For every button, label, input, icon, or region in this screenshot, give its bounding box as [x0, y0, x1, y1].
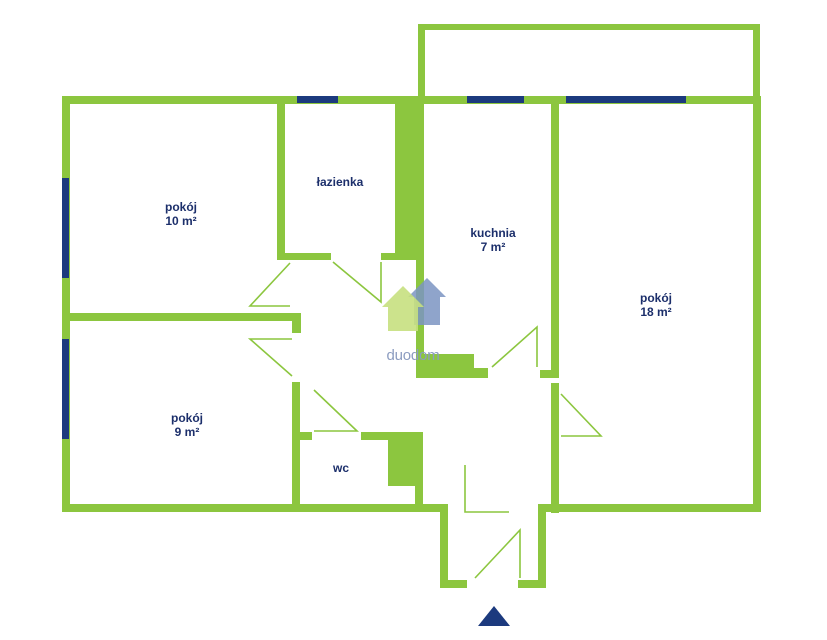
house-front-icon — [382, 286, 424, 331]
room-pokoj-9: pokój 9 m² — [171, 411, 203, 439]
room-pokoj-10: pokój 10 m² — [165, 200, 197, 228]
room-name: pokój — [171, 411, 203, 425]
room-pokoj-18: pokój 18 m² — [640, 291, 672, 319]
room-wc: wc — [332, 461, 349, 475]
room-kuchnia: kuchnia 7 m² — [470, 226, 516, 254]
balcony — [418, 24, 760, 104]
room-name: łazienka — [317, 175, 364, 189]
interior-walls — [62, 96, 559, 588]
room-lazienka: łazienka — [317, 175, 364, 189]
room-name: pokój — [165, 200, 197, 214]
room-name: pokój — [640, 291, 672, 305]
watermark-logo: duodom — [382, 278, 446, 364]
doors — [247, 261, 603, 579]
room-area: 9 m² — [175, 425, 200, 439]
windows — [62, 96, 686, 439]
room-area: 10 m² — [165, 214, 196, 228]
room-area: 7 m² — [481, 240, 506, 254]
entrance-arrow-icon — [478, 606, 510, 626]
room-name: kuchnia — [470, 226, 516, 240]
room-area: 18 m² — [640, 305, 671, 319]
room-name: wc — [332, 461, 349, 475]
watermark-text: duodom — [386, 347, 439, 364]
